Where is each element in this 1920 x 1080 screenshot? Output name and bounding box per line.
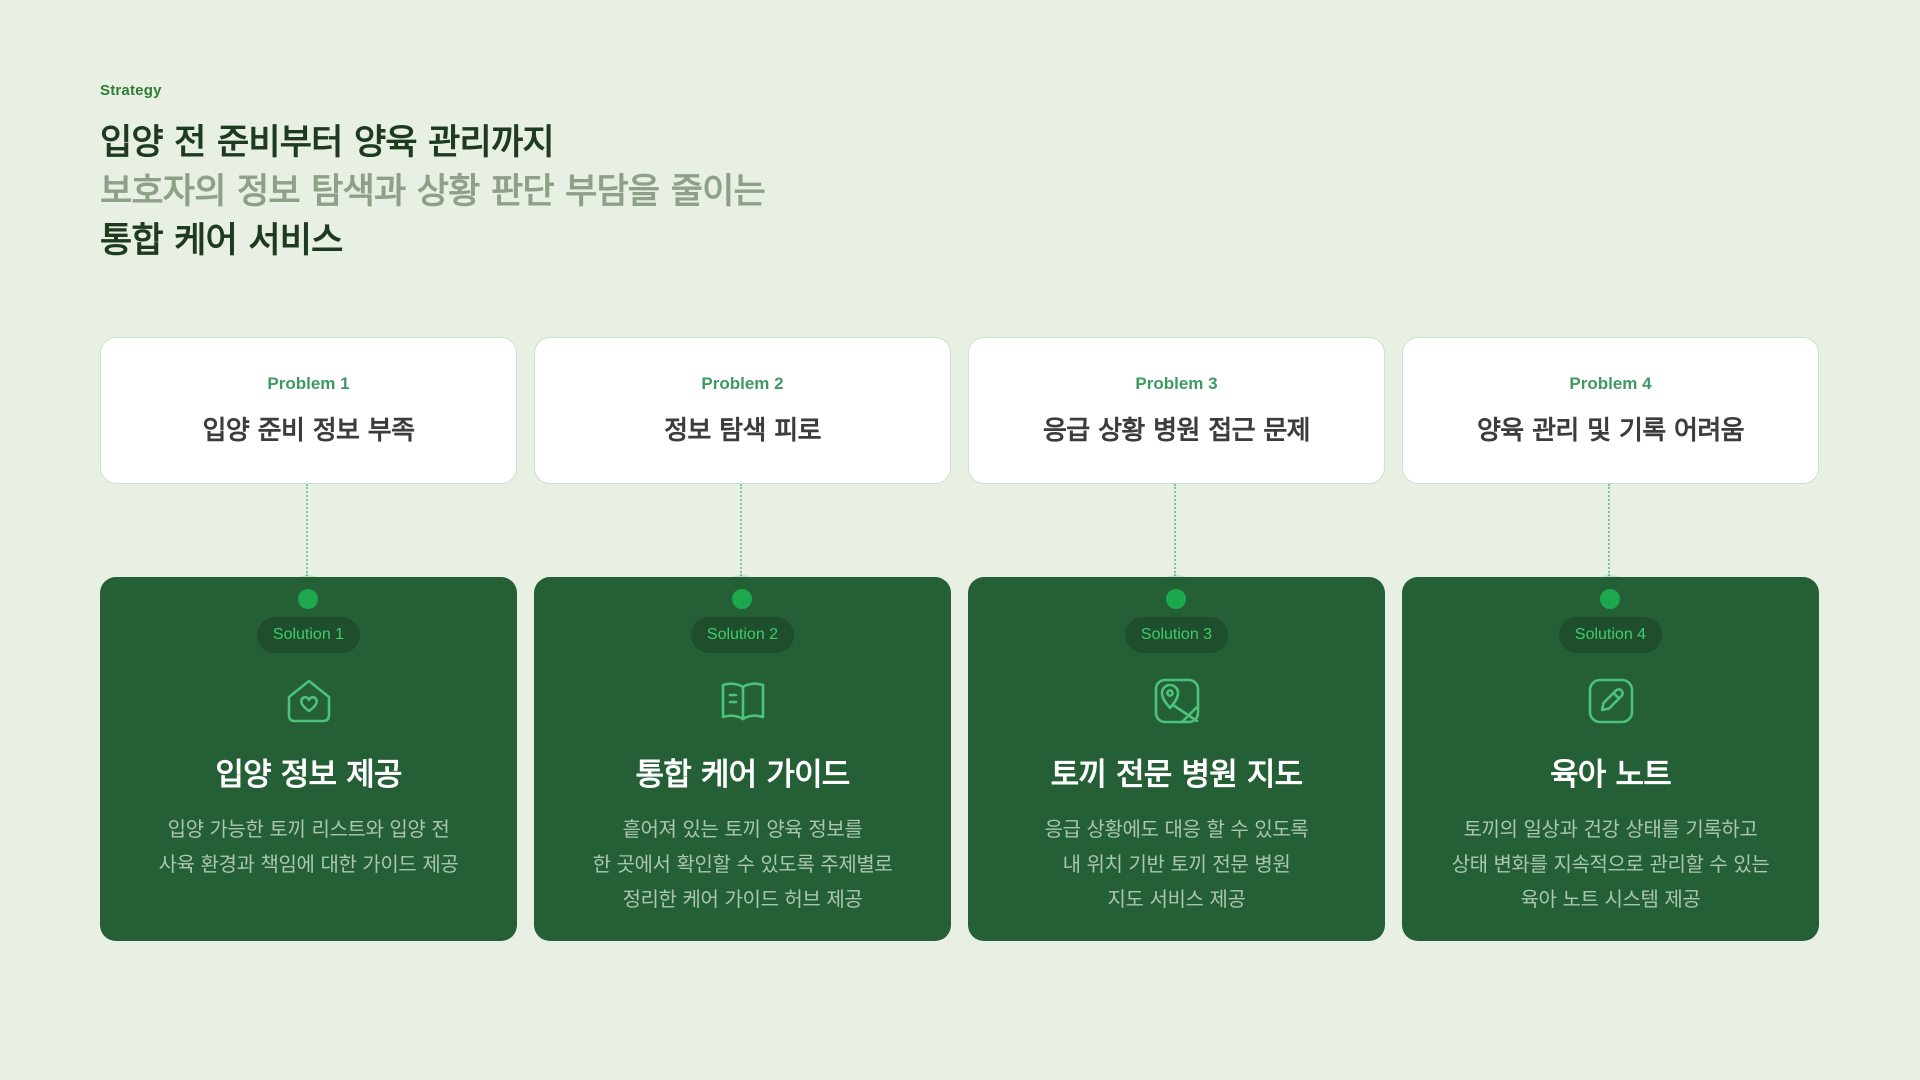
solution-card: Solution 1 입양 정보 제공 입양 가능한 토끼 리스트와 입양 전 … bbox=[100, 577, 517, 941]
solution-tag: Solution 2 bbox=[690, 617, 795, 653]
solution-title: 육아 노트 bbox=[1550, 757, 1672, 793]
connector-node bbox=[1600, 589, 1620, 609]
home-heart-icon bbox=[283, 675, 335, 727]
connector-node bbox=[1166, 589, 1186, 609]
column-1: Problem 1 입양 준비 정보 부족 Solution 1 입양 정보 제… bbox=[100, 337, 517, 941]
description-line: 입양 가능한 토끼 리스트와 입양 전 bbox=[167, 817, 450, 841]
header: Strategy 입양 전 준비부터 양육 관리까지 보호자의 정보 탐색과 상… bbox=[100, 82, 766, 266]
headline-line-2: 보호자의 정보 탐색과 상황 판단 부담을 줄이는 bbox=[100, 172, 766, 212]
solution-tag: Solution 4 bbox=[1558, 617, 1663, 653]
solution-description: 흩어져 있는 토끼 양육 정보를 한 곳에서 확인할 수 있도록 주제별로 정리… bbox=[593, 812, 893, 917]
solution-tag: Solution 3 bbox=[1124, 617, 1229, 653]
connector-node bbox=[298, 589, 318, 609]
column-3: Problem 3 응급 상황 병원 접근 문제 Solution 3 토끼 전… bbox=[968, 337, 1385, 941]
problem-title: 정보 탐색 피로 bbox=[664, 416, 821, 446]
pencil-square-icon bbox=[1585, 675, 1637, 727]
solution-description: 응급 상황에도 대응 할 수 있도록 내 위치 기반 토끼 전문 병원 지도 서… bbox=[1045, 812, 1309, 917]
problem-solution-columns: Problem 1 입양 준비 정보 부족 Solution 1 입양 정보 제… bbox=[100, 337, 1820, 941]
description-line: 응급 상황에도 대응 할 수 있도록 bbox=[1044, 817, 1309, 841]
problem-tag: Problem 4 bbox=[1569, 374, 1652, 393]
map-pin-icon bbox=[1151, 675, 1203, 727]
solution-description: 토끼의 일상과 건강 상태를 기록하고 상태 변화를 지속적으로 관리할 수 있… bbox=[1452, 812, 1770, 917]
problem-tag: Problem 3 bbox=[1135, 374, 1218, 393]
column-4: Problem 4 양육 관리 및 기록 어려움 Solution 4 육아 노… bbox=[1402, 337, 1819, 941]
problem-title: 입양 준비 정보 부족 bbox=[202, 416, 416, 446]
problem-tag: Problem 1 bbox=[267, 374, 350, 393]
problem-card: Problem 3 응급 상황 병원 접근 문제 bbox=[968, 337, 1385, 484]
solution-title: 토끼 전문 병원 지도 bbox=[1050, 757, 1304, 793]
problem-tag: Problem 2 bbox=[701, 374, 784, 393]
section-eyebrow: Strategy bbox=[100, 82, 162, 99]
solution-title: 통합 케어 가이드 bbox=[635, 757, 850, 793]
description-line: 상태 변화를 지속적으로 관리할 수 있는 bbox=[1451, 852, 1770, 876]
description-line: 정리한 케어 가이드 허브 제공 bbox=[622, 887, 863, 911]
problem-title: 응급 상황 병원 접근 문제 bbox=[1042, 416, 1311, 446]
description-line: 한 곳에서 확인할 수 있도록 주제별로 bbox=[592, 852, 893, 876]
solution-title: 입양 정보 제공 bbox=[215, 757, 402, 793]
dotted-connector bbox=[306, 484, 308, 576]
book-open-icon bbox=[717, 675, 769, 727]
solution-tag: Solution 1 bbox=[256, 617, 361, 653]
connector-node bbox=[732, 589, 752, 609]
solution-card: Solution 2 통합 케어 가이드 흩어져 있는 토끼 양육 정보를 한 … bbox=[534, 577, 951, 941]
dotted-connector bbox=[740, 484, 742, 576]
column-2: Problem 2 정보 탐색 피로 Solution 2 통합 케어 가이드 … bbox=[534, 337, 951, 941]
description-line: 사육 환경과 책임에 대한 가이드 제공 bbox=[158, 852, 459, 876]
problem-title: 양육 관리 및 기록 어려움 bbox=[1476, 416, 1745, 446]
solution-card: Solution 3 토끼 전문 병원 지도 응급 상황에도 대응 할 수 있도… bbox=[968, 577, 1385, 941]
problem-card: Problem 2 정보 탐색 피로 bbox=[534, 337, 951, 484]
dotted-connector bbox=[1608, 484, 1610, 576]
problem-card: Problem 4 양육 관리 및 기록 어려움 bbox=[1402, 337, 1819, 484]
dotted-connector bbox=[1174, 484, 1176, 576]
solution-card: Solution 4 육아 노트 토끼의 일상과 건강 상태를 기록하고 상태 … bbox=[1402, 577, 1819, 941]
description-line: 지도 서비스 제공 bbox=[1107, 887, 1246, 911]
description-line: 토끼의 일상과 건강 상태를 기록하고 bbox=[1463, 817, 1758, 841]
description-line: 흩어져 있는 토끼 양육 정보를 bbox=[622, 817, 863, 841]
headline-line-1: 입양 전 준비부터 양육 관리까지 bbox=[100, 123, 555, 163]
description-line: 육아 노트 시스템 제공 bbox=[1520, 887, 1701, 911]
description-line: 내 위치 기반 토끼 전문 병원 bbox=[1062, 852, 1291, 876]
problem-card: Problem 1 입양 준비 정보 부족 bbox=[100, 337, 517, 484]
headline-line-3: 통합 케어 서비스 bbox=[100, 221, 343, 261]
solution-description: 입양 가능한 토끼 리스트와 입양 전 사육 환경과 책임에 대한 가이드 제공 bbox=[159, 812, 459, 882]
